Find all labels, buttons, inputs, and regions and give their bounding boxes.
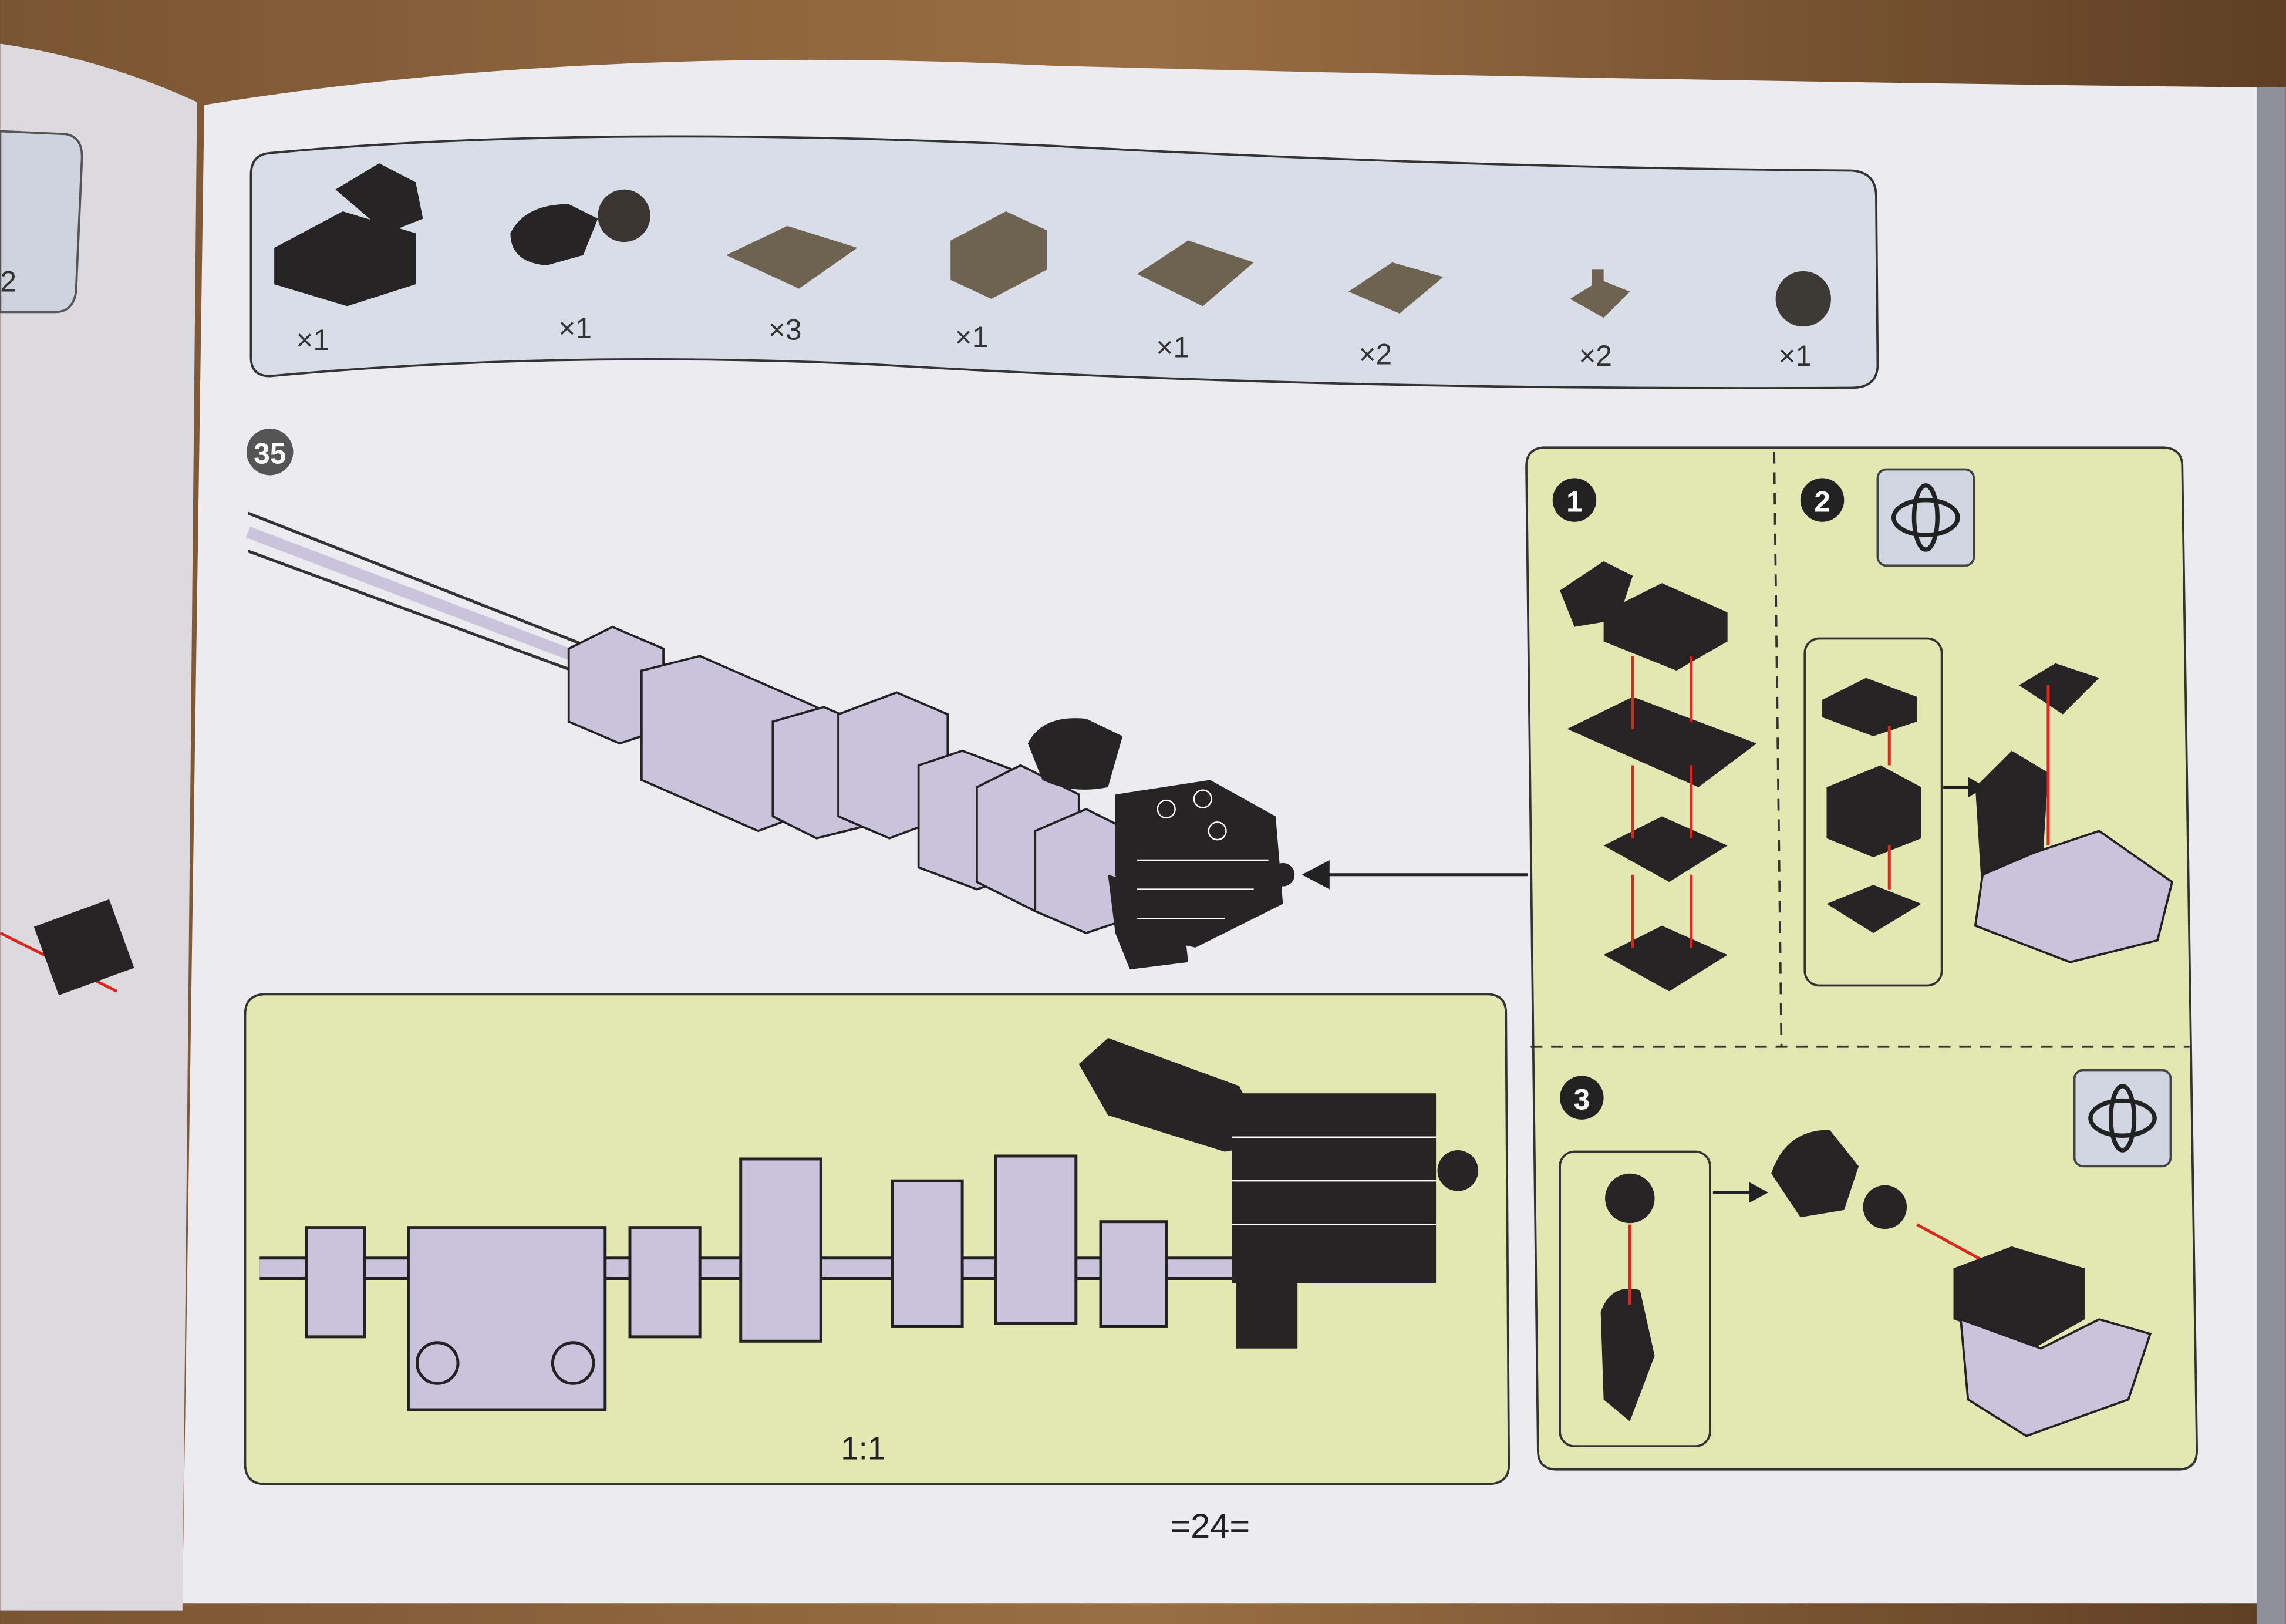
svg-text:×1: ×1	[1779, 339, 1812, 372]
substep-2: 2	[1800, 468, 2174, 987]
left-page-brick	[0, 899, 134, 996]
substep-3: 3	[1559, 1069, 2172, 1447]
svg-text:1: 1	[1566, 486, 1583, 518]
svg-text:×2: ×2	[1579, 339, 1612, 372]
main-assembly-drawing	[245, 511, 1295, 970]
part-plate-1x2-with-bar: ×2	[1348, 262, 1444, 371]
svg-text:×3: ×3	[768, 314, 802, 346]
scale-reference-panel: 1:1	[244, 993, 1510, 1485]
svg-text:3: 3	[1574, 1083, 1590, 1116]
right-page-edge	[2256, 87, 2286, 1624]
svg-text:×2: ×2	[1358, 338, 1392, 371]
part-brick-1x2: ×1	[950, 211, 1047, 353]
left-page	[0, 43, 197, 1611]
callout-pointer-arrow	[1302, 860, 1528, 890]
part-plate-with-clips: ×1	[1137, 240, 1254, 363]
svg-text:×1: ×1	[1156, 331, 1189, 363]
page-number: =24=	[1170, 1507, 1250, 1546]
substeps-callout-panel: 1 2	[1525, 446, 2199, 1471]
part-clip-tile: ×2	[1570, 269, 1630, 372]
rotate-icon	[2073, 1069, 2172, 1168]
left-page-parts-panel	[0, 130, 83, 314]
part-ball-socket-clip: ×1	[510, 189, 650, 345]
part-ball-round: ×1	[1775, 271, 1831, 372]
rotate-icon	[1876, 468, 1975, 567]
svg-text:35: 35	[254, 437, 286, 470]
svg-text:×1: ×1	[296, 324, 329, 356]
part-brick-2x2-with-clip: ×1	[274, 163, 423, 356]
svg-text:×1: ×1	[558, 312, 592, 345]
svg-text:2: 2	[1814, 486, 1830, 518]
scale-label: 1:1	[841, 1430, 885, 1466]
substep-1: 1	[1552, 478, 1757, 992]
left-page-partial-qty: 2	[0, 265, 16, 298]
svg-text:×1: ×1	[955, 321, 989, 353]
part-plate-2x2: ×3	[726, 225, 858, 346]
step-number-badge: 35	[246, 428, 294, 476]
parts-list-panel: ×1 ×1 ×3 ×1 ×1 ×2 ×2 ×1	[249, 135, 1879, 389]
substep-divider-vertical	[1773, 452, 1783, 1047]
